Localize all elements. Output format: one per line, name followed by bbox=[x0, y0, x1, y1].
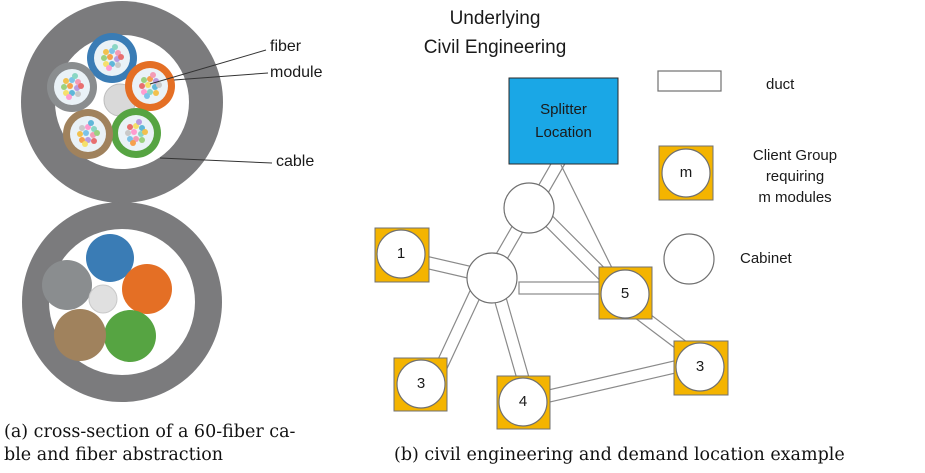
caption-a-line1: (a) cross-section of a 60-fiber ca- bbox=[4, 422, 296, 442]
fiber-dot bbox=[91, 138, 97, 144]
legend-client-group-line1: Client Group bbox=[752, 147, 838, 164]
fiber-dot bbox=[118, 54, 124, 60]
fiber-dot bbox=[141, 77, 147, 83]
client-group-3-left-label: 3 bbox=[416, 375, 426, 392]
legend-duct-symbol bbox=[657, 70, 722, 92]
fiber-leader-line bbox=[149, 49, 267, 85]
module-label: module bbox=[270, 64, 323, 81]
fiber-dot bbox=[83, 130, 89, 136]
caption-a-line2: ble and fiber abstraction bbox=[4, 445, 224, 465]
fiber-dot bbox=[131, 129, 137, 135]
cabinet-top bbox=[503, 182, 555, 234]
client-group-3-right bbox=[673, 340, 729, 396]
fiber-dot bbox=[150, 72, 156, 78]
abstraction-core bbox=[88, 284, 118, 314]
legend-cabinet-symbol bbox=[663, 233, 715, 285]
legend-cabinet-label: Cabinet bbox=[740, 250, 792, 267]
fiber-dot bbox=[72, 73, 78, 79]
fiber-dot bbox=[145, 82, 151, 88]
fiber-bundles bbox=[61, 44, 162, 147]
fiber-dot bbox=[66, 94, 72, 100]
caption-b: (b) civil engineering and demand locatio… bbox=[394, 445, 845, 465]
client-group-5 bbox=[598, 266, 653, 320]
fiber-dot bbox=[94, 130, 100, 136]
splitter-label-line2: Location bbox=[535, 124, 592, 141]
fiber-dot bbox=[77, 131, 83, 137]
legend-client-group-symbol bbox=[658, 145, 714, 201]
client-group-1-label: 1 bbox=[396, 245, 406, 262]
diagram-title-line2: Civil Engineering bbox=[423, 37, 567, 58]
splitter-label-line1: Splitter bbox=[540, 101, 587, 118]
fiber-dot bbox=[79, 125, 85, 131]
client-group-4-label: 4 bbox=[518, 393, 528, 410]
module-leader-line bbox=[173, 72, 269, 81]
fiber-dot bbox=[82, 141, 88, 147]
client-group-4 bbox=[496, 375, 551, 430]
abstraction-module-brown bbox=[54, 309, 106, 361]
abstraction-module-gray bbox=[42, 260, 92, 310]
cabinet-hub bbox=[466, 252, 518, 304]
client-group-3-left bbox=[393, 357, 448, 412]
fiber-dot bbox=[156, 82, 162, 88]
abstraction-module-orange bbox=[122, 264, 172, 314]
legend-client-group-line2: requiring bbox=[765, 168, 825, 185]
fiber-dot bbox=[88, 120, 94, 126]
fiber-dot bbox=[144, 93, 150, 99]
fiber-dot bbox=[127, 124, 133, 130]
legend-client-group-m: m bbox=[679, 164, 693, 181]
fiber-dot bbox=[75, 91, 81, 97]
client-group-1 bbox=[374, 227, 430, 283]
fiber-dot bbox=[78, 83, 84, 89]
fiber-dot bbox=[67, 83, 73, 89]
abstraction-module-blue bbox=[86, 234, 134, 282]
client-group-5-label: 5 bbox=[620, 285, 630, 302]
fiber-dot bbox=[61, 84, 67, 90]
fiber-dot bbox=[106, 65, 112, 71]
fiber-dot bbox=[115, 62, 121, 68]
fiber-dot bbox=[103, 49, 109, 55]
fiber-dot bbox=[139, 137, 145, 143]
diagram-title-line1: Underlying bbox=[449, 8, 541, 29]
fiber-dot bbox=[125, 130, 131, 136]
fiber-dot bbox=[101, 55, 107, 61]
fiber-dot bbox=[136, 119, 142, 125]
fiber-dot bbox=[139, 83, 145, 89]
cable-leader-line bbox=[159, 157, 273, 164]
fiber-dot bbox=[153, 90, 159, 96]
duct-splitter-client5-line bbox=[560, 164, 615, 273]
fiber-label: fiber bbox=[270, 38, 302, 55]
fiber-dot bbox=[142, 129, 148, 135]
fiber-dot bbox=[63, 78, 69, 84]
cable-label: cable bbox=[276, 153, 315, 170]
client-group-3-right-label: 3 bbox=[695, 358, 705, 375]
fiber-dot bbox=[112, 44, 118, 50]
abstraction-module-green bbox=[104, 310, 156, 362]
fiber-dot bbox=[107, 54, 113, 60]
fiber-dot bbox=[130, 140, 136, 146]
legend-duct-label: duct bbox=[766, 76, 795, 93]
legend-client-group-line3: m modules bbox=[758, 189, 832, 206]
splitter-location-box bbox=[508, 77, 619, 165]
